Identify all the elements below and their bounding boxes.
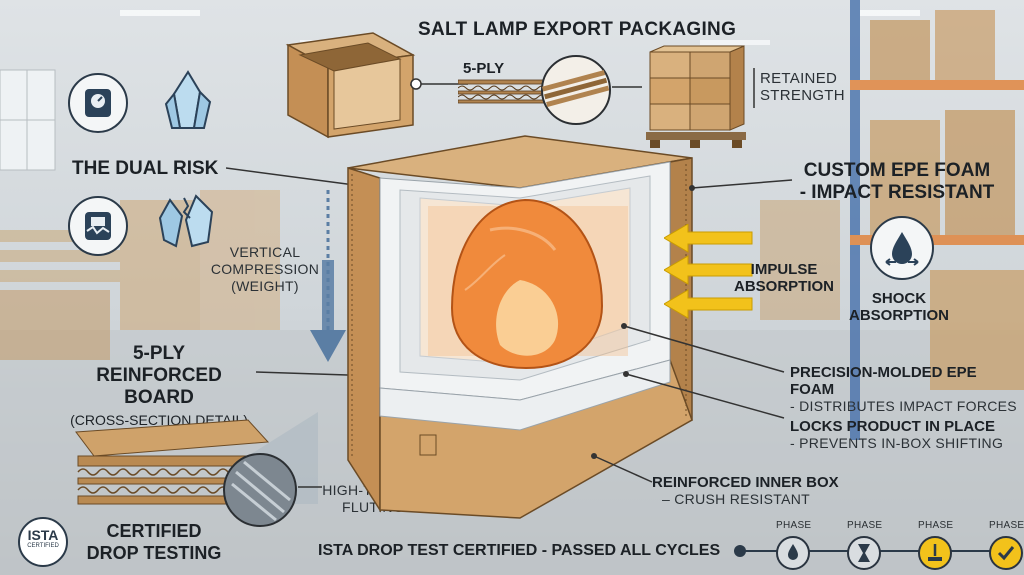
- inner-line-1: REINFORCED INNER BOX: [652, 474, 839, 491]
- foam-pointer: [689, 179, 793, 191]
- ista-badge-icon: ISTA CERTIFIED: [18, 517, 68, 567]
- molded-line-2: - DISTRIBUTES IMPACT FORCES: [790, 398, 1017, 414]
- shock-line-1: SHOCK: [871, 290, 927, 307]
- vertical-compression-label: VERTICAL COMPRESSION (WEIGHT): [210, 244, 320, 295]
- retained-line-1: RETAINED: [760, 70, 838, 87]
- locks-line-2: - PREVENTS IN-BOX SHIFTING: [790, 435, 1004, 451]
- impulse-line-2: ABSORPTION: [734, 278, 835, 295]
- main-box-illustration: [347, 135, 693, 519]
- vertical-line-1: VERTICAL: [229, 244, 301, 260]
- phase-3-impact-icon: [918, 536, 952, 570]
- foam-line-2: - IMPACT RESISTANT: [799, 182, 995, 203]
- dual-risk-pointer: [226, 167, 363, 187]
- phase-label-2: PHASE: [847, 520, 883, 531]
- phase-label-4: PHASE: [989, 520, 1024, 531]
- scale-icon: [68, 73, 128, 133]
- board-line-2: REINFORCED BOARD: [96, 365, 222, 408]
- shock-line-2: ABSORPTION: [848, 307, 949, 324]
- retained-strength-label: RETAINED STRENGTH: [760, 70, 845, 104]
- page-title: SALT LAMP EXPORT PACKAGING: [418, 19, 737, 40]
- ista-badge-sub: CERTIFIED: [27, 543, 59, 549]
- precision-molded-label: PRECISION-MOLDED EPE FOAM - DISTRIBUTES …: [790, 364, 1024, 415]
- connector-line-pallet: [612, 86, 642, 88]
- certified-drop-testing-label: CERTIFIED DROP TESTING: [74, 520, 234, 564]
- broken-scale-icon: [68, 196, 128, 256]
- inner-line-2: – CRUSH RESISTANT: [662, 491, 810, 507]
- locks-product-label: LOCKS PRODUCT IN PLACE - PREVENTS IN-BOX…: [790, 418, 1003, 452]
- ply-magnifier: [541, 55, 611, 125]
- certified-line-2: DROP TESTING: [86, 543, 222, 563]
- board-line-1: 5-PLY: [132, 343, 186, 364]
- phase-1-drop-icon: [776, 536, 810, 570]
- custom-foam-label: CUSTOM EPE FOAM - IMPACT RESISTANT: [792, 160, 1002, 204]
- ply-strip: [458, 79, 548, 104]
- vertical-line-3: (WEIGHT): [231, 278, 299, 294]
- locks-line-1: LOCKS PRODUCT IN PLACE: [790, 418, 996, 435]
- open-box-illustration: [285, 32, 416, 139]
- check-icon: [989, 536, 1023, 570]
- fluting-magnifier: [223, 453, 297, 527]
- impulse-absorption-label: IMPULSE ABSORPTION: [734, 261, 834, 295]
- pallet-stack-illustration: [646, 45, 746, 148]
- hourglass-icon: [847, 536, 881, 570]
- molded-pointer: [621, 323, 785, 373]
- ista-drop-test-line: ISTA DROP TEST CERTIFIED - PASSED ALL CY…: [318, 542, 721, 559]
- connector-line-retained: [753, 68, 755, 108]
- fluting-pointer: [298, 486, 322, 488]
- crystal-icon: [164, 70, 212, 129]
- impulse-line-1: IMPULSE: [750, 261, 818, 278]
- certified-line-1: CERTIFIED: [106, 521, 202, 541]
- retained-line-2: STRENGTH: [760, 87, 845, 104]
- dual-risk-label: THE DUAL RISK: [72, 158, 219, 179]
- board-cross-section: [75, 412, 318, 505]
- ista-badge-text: ISTA: [27, 527, 59, 543]
- vertical-line-2: COMPRESSION: [210, 261, 320, 277]
- molded-line-1: PRECISION-MOLDED EPE FOAM: [790, 364, 977, 398]
- reinforced-inner-box-label: REINFORCED INNER BOX – CRUSH RESISTANT: [652, 474, 839, 508]
- locks-pointer: [623, 371, 785, 419]
- ply-label: 5-PLY: [463, 60, 505, 77]
- shock-absorption-label: SHOCK ABSORPTION: [846, 290, 952, 324]
- impact-arrows: [664, 224, 753, 319]
- compression-arrow: [310, 190, 346, 362]
- phase-label-1: PHASE: [776, 520, 812, 531]
- broken-crystal-icon: [158, 194, 214, 248]
- phase-label-3: PHASE: [918, 520, 954, 531]
- inner-box-pointer: [591, 453, 653, 483]
- water-drop-icon: [870, 216, 934, 280]
- foam-line-1: CUSTOM EPE FOAM: [803, 160, 991, 181]
